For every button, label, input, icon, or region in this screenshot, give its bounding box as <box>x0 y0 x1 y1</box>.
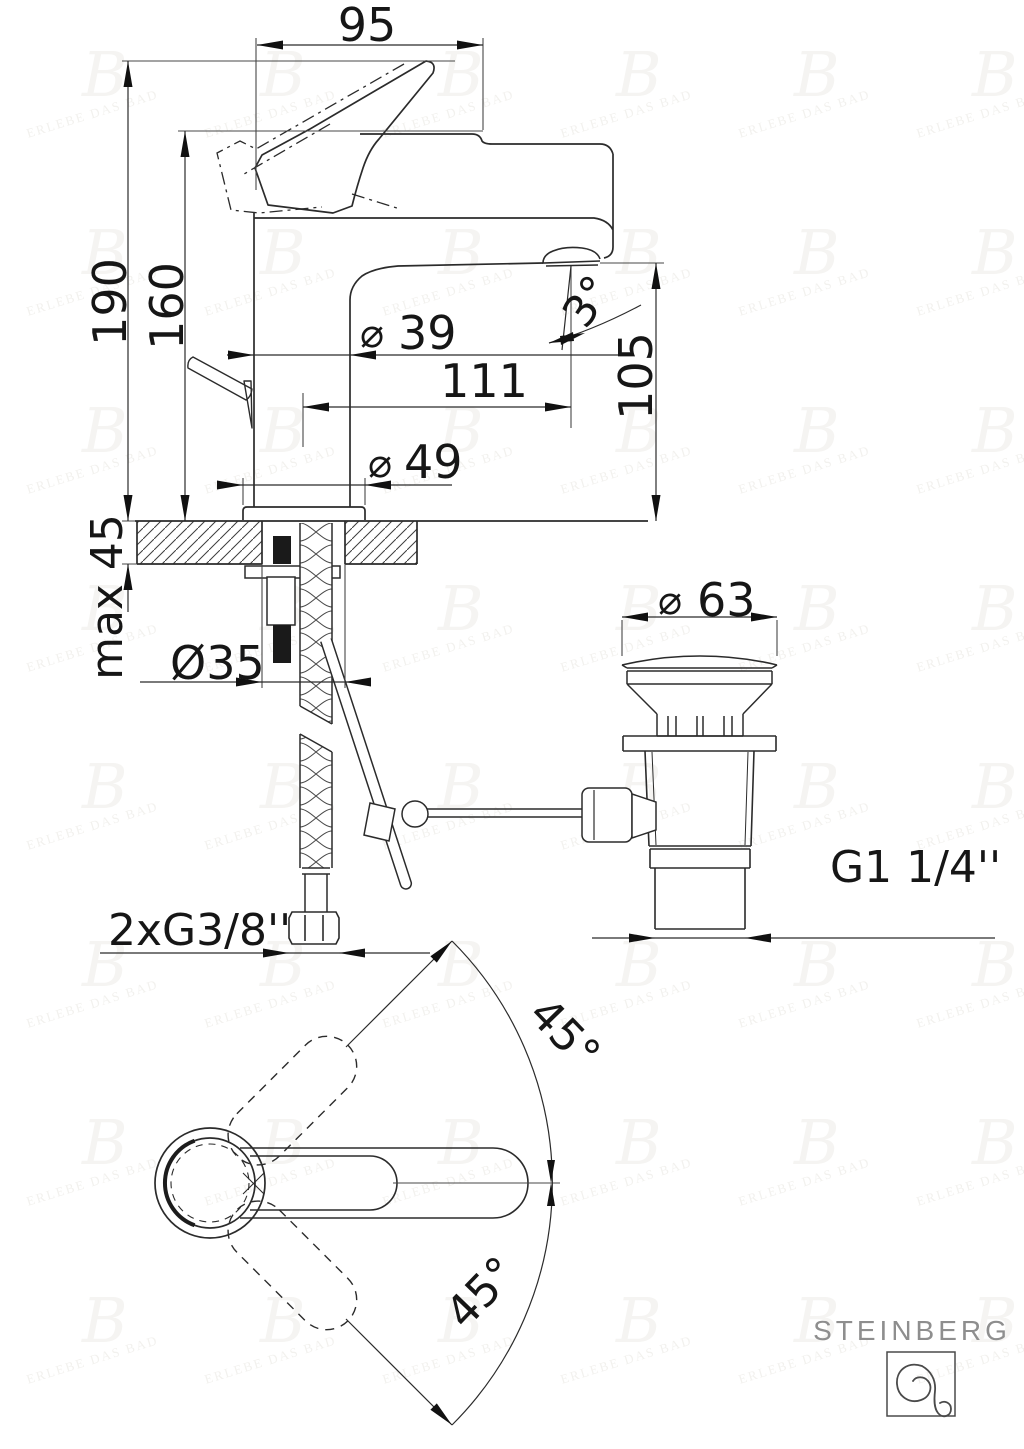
stud-sleeve <box>266 576 296 626</box>
hose-braid-upper <box>300 523 332 724</box>
dim-drain-diameter: 63 <box>697 573 756 627</box>
hose-nut <box>288 911 340 945</box>
brand-logo-square <box>886 1351 956 1417</box>
lever-handle-alternate-position <box>216 63 405 214</box>
popup-pull-knob <box>187 356 253 429</box>
dimension-arrowheads <box>123 40 777 958</box>
threaded-stud-upper <box>273 536 291 564</box>
linkage-horizontal-rod <box>427 808 582 818</box>
hose-braid-edges <box>299 523 333 868</box>
dim-waste-thread: G1 1/4'' <box>830 842 1001 893</box>
body-outline <box>253 133 614 507</box>
dim-outlet-reach: 111 <box>440 354 528 408</box>
drain-inner-walls <box>651 751 749 846</box>
popup-linkage <box>320 638 657 890</box>
drain-flange-top <box>621 655 778 669</box>
countertop-hatch-right <box>345 521 417 564</box>
brand-name: STEINBERG <box>813 1315 1011 1346</box>
dim-body-height: 160 <box>140 262 194 350</box>
dim-body-diameter-symbol: ⌀ <box>360 311 384 357</box>
handle-ring-shadow-arc <box>162 1138 196 1228</box>
linkage-clamp <box>363 802 396 842</box>
linkage-adapter <box>581 787 633 843</box>
dim-outlet-height: 105 <box>609 332 663 420</box>
dim-supply-thread: 2xG3/8'' <box>108 905 291 956</box>
dim-body-diameter: 39 <box>398 306 457 360</box>
brand-block: STEINBERG <box>813 1315 1011 1418</box>
linkage-cone <box>631 792 657 840</box>
hose-braid-lower <box>300 734 332 868</box>
lever-handle-closed <box>254 60 435 214</box>
dim-swivel-down: 45° <box>436 1247 527 1339</box>
threaded-stud-lower <box>273 625 291 663</box>
handle-ring-outer <box>154 1127 266 1239</box>
dim-total-height: 190 <box>83 258 137 346</box>
brand-logo-glyph <box>896 1363 952 1418</box>
side-view: 95 190 160 ⌀ 39 111 3° 105 ⌀ 49 max 45 Ø… <box>82 0 1001 958</box>
top-view: 45° 45° <box>154 940 610 1426</box>
dim-spout-top-width: 95 <box>338 0 397 52</box>
faucet-body <box>187 60 614 520</box>
dim-base-diameter: 49 <box>404 435 463 489</box>
supply-hose <box>288 523 340 945</box>
base-flange <box>242 506 366 520</box>
countertop-hatch-left <box>137 521 262 564</box>
dim-hole-diameter: Ø35 <box>170 636 265 690</box>
aerator-outline <box>542 246 601 267</box>
drain-upper-body <box>626 670 773 737</box>
drain-lower-body <box>644 750 755 930</box>
dim-swivel-up: 45° <box>519 988 610 1080</box>
handle-ring-dashed <box>170 1143 250 1223</box>
popup-rod-mask <box>320 638 412 886</box>
lever-capsule <box>250 1155 398 1211</box>
drain-collar <box>622 735 777 752</box>
dim-drain-diameter-symbol: ⌀ <box>658 578 682 624</box>
drain-assembly <box>621 655 778 930</box>
hose-ferrule <box>302 867 330 912</box>
linkage-ball-joint <box>401 800 429 828</box>
dim-outlet-angle: 3° <box>553 267 623 337</box>
dim-base-diameter-symbol: ⌀ <box>368 441 392 487</box>
countertop-section <box>135 520 648 565</box>
dim-mount-thickness: max 45 <box>82 514 133 680</box>
center-cross-mark <box>242 1172 265 1195</box>
countertop-outline <box>135 520 648 565</box>
